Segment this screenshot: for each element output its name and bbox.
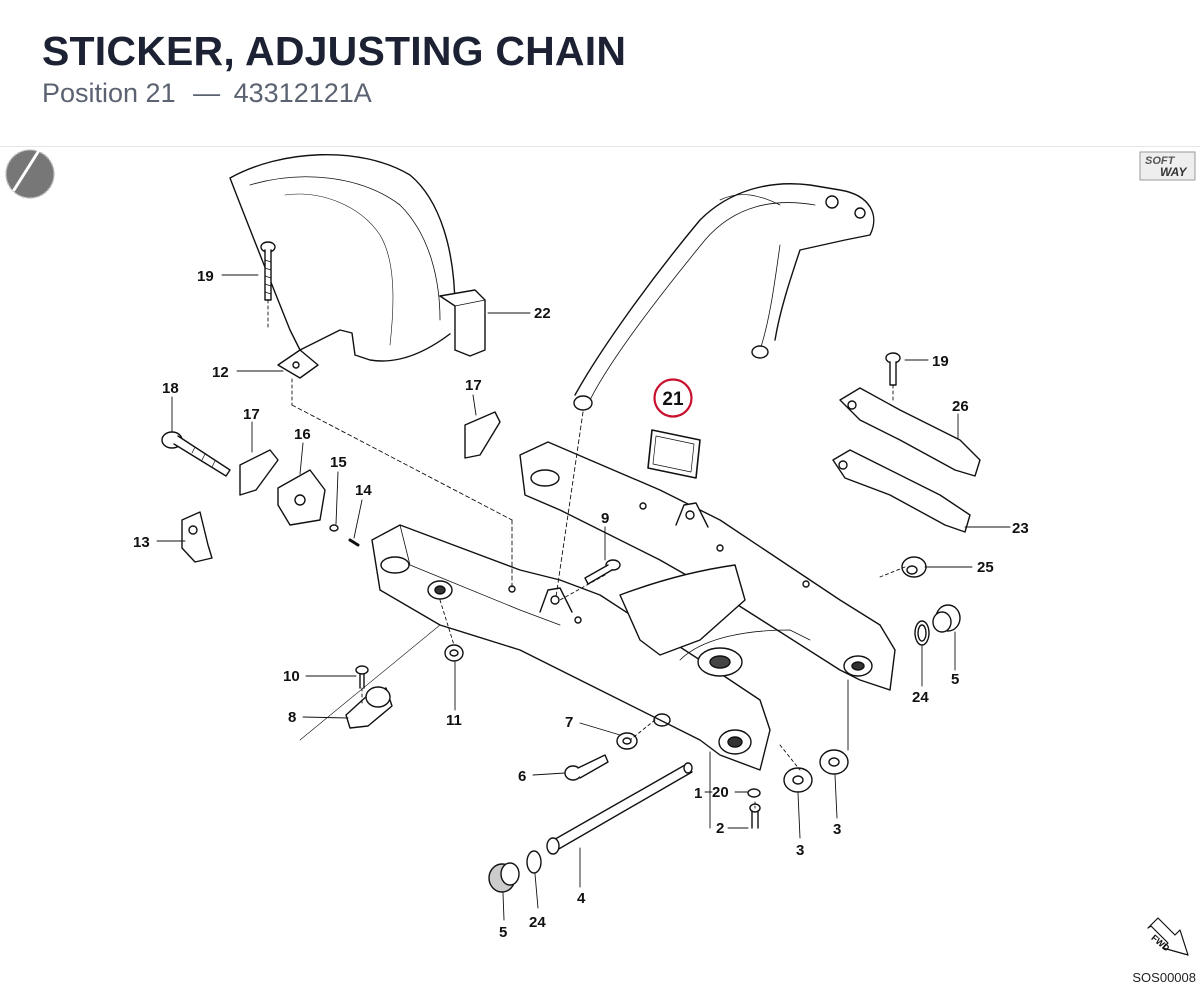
- callout-11: 11: [446, 712, 462, 729]
- chain-guide-17-middle: [464, 411, 501, 459]
- callout-21: 21: [662, 389, 684, 410]
- screw-14: [348, 538, 360, 547]
- callout-24: 24: [529, 914, 546, 931]
- callout-17: 17: [465, 377, 482, 394]
- callout-21-highlight: 21: [653, 378, 693, 418]
- position-label: Position 21: [42, 78, 176, 108]
- callout-17: 17: [243, 406, 260, 423]
- callout-4: 4: [577, 890, 586, 907]
- cap-5-right: [932, 604, 961, 633]
- callout-14: 14: [355, 482, 372, 499]
- washer-20: [747, 788, 761, 798]
- clip-12: [277, 349, 319, 379]
- exploded-parts-diagram: SOFT WAY: [0, 146, 1200, 991]
- bushing-25: [901, 556, 927, 578]
- callout-8: 8: [288, 709, 296, 726]
- separator: —: [193, 78, 221, 108]
- washer-3-right: [819, 749, 849, 775]
- callout-9: 9: [601, 510, 609, 527]
- callout-19: 19: [932, 353, 949, 370]
- callout-16: 16: [294, 426, 311, 443]
- callout-23: 23: [1012, 520, 1029, 537]
- callout-15: 15: [330, 454, 347, 471]
- fwd-arrow-icon: FWD: [1147, 917, 1189, 956]
- callout-10: 10: [283, 668, 300, 685]
- page-subtitle: Position 21 — 43312121A: [42, 78, 372, 109]
- callout-7: 7: [565, 714, 573, 731]
- drawing-code: SOS00008: [1132, 970, 1196, 985]
- callout-1: 1: [694, 785, 702, 802]
- chain-block-16: [277, 469, 326, 526]
- callout-19: 19: [197, 268, 214, 285]
- page-header: STICKER, ADJUSTING CHAIN Position 21 — 4…: [0, 0, 1200, 147]
- callout-labels: 19 22 12 17 18 17 16 15 14 13 9 19 26 23…: [133, 268, 1029, 941]
- bolt-6: [564, 754, 609, 781]
- callout-18: 18: [162, 380, 179, 397]
- part-number: 43312121A: [233, 78, 372, 108]
- svg-text:WAY: WAY: [1160, 165, 1187, 179]
- bolt-18: [161, 431, 231, 477]
- washer-3-left: [783, 767, 813, 793]
- svg-text:SOFT: SOFT: [1145, 155, 1176, 167]
- washer-15: [329, 524, 339, 532]
- callout-22: 22: [534, 305, 551, 322]
- callout-6: 6: [518, 768, 526, 785]
- rear-fender: [229, 154, 486, 362]
- callout-3: 3: [833, 821, 841, 838]
- callout-12: 12: [212, 364, 229, 381]
- bolt-19-right: [885, 352, 901, 386]
- callout-20: 20: [712, 784, 729, 801]
- bracket-13: [181, 511, 213, 563]
- callout-24: 24: [912, 689, 929, 706]
- chain-guide-17-left: [239, 449, 279, 496]
- ring-24-left: [526, 850, 542, 874]
- screw-10: [355, 665, 369, 689]
- callout-5: 5: [951, 671, 959, 688]
- callout-25: 25: [977, 559, 994, 576]
- callout-5: 5: [499, 924, 507, 941]
- bolt-19-upper: [260, 241, 276, 301]
- washer-7: [616, 732, 638, 750]
- chain-adjuster-plates: [832, 387, 981, 533]
- cap-5-left: [488, 862, 520, 893]
- callout-3: 3: [796, 842, 804, 859]
- ring-24-right: [914, 620, 930, 646]
- bolt-9: [584, 559, 621, 585]
- callout-26: 26: [952, 398, 969, 415]
- page-title: STICKER, ADJUSTING CHAIN: [42, 28, 627, 74]
- nut-11: [444, 644, 464, 662]
- pivot-axle-4: [546, 762, 693, 855]
- corner-logo-icon: [5, 149, 55, 199]
- clamp-8: [345, 686, 393, 729]
- softway-logo: SOFT WAY: [1139, 151, 1196, 181]
- rear-subframe: [573, 183, 875, 411]
- swingarm: [371, 441, 896, 771]
- leader-lines: [156, 274, 1011, 921]
- sticker-21: [647, 429, 701, 479]
- callout-13: 13: [133, 534, 150, 551]
- callout-2: 2: [716, 820, 724, 837]
